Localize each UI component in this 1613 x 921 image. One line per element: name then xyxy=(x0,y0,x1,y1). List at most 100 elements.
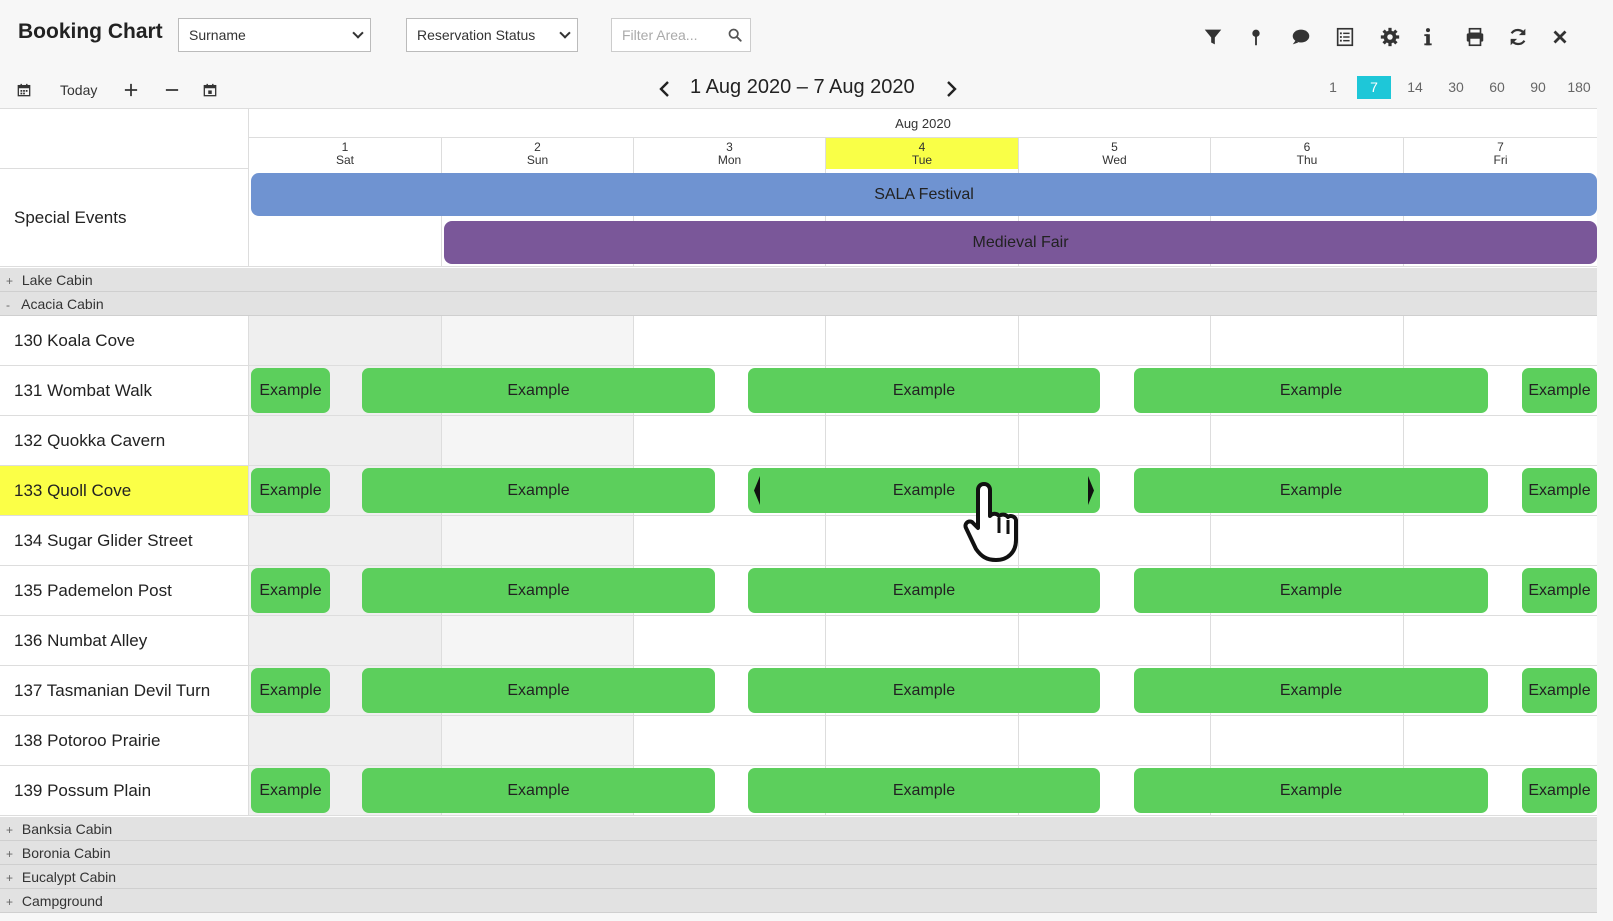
group-row-eucalypt-cabin[interactable]: + Eucalypt Cabin xyxy=(0,865,1597,889)
expand-toggle[interactable]: + xyxy=(6,871,14,885)
grid-cell[interactable] xyxy=(1210,516,1403,565)
grid-cell[interactable] xyxy=(1403,169,1597,266)
booking-bar[interactable]: Example xyxy=(1134,468,1488,513)
calendar-icon[interactable] xyxy=(12,78,36,102)
plus-icon[interactable] xyxy=(119,78,143,102)
group-row-acacia-cabin[interactable]: - Acacia Cabin xyxy=(0,292,1597,316)
booking-bar[interactable]: Example xyxy=(362,368,715,413)
booking-bar[interactable]: Example xyxy=(1522,668,1597,713)
booking-bar[interactable]: Example xyxy=(362,668,715,713)
grid-cell[interactable] xyxy=(1210,169,1403,266)
zoom-option-90[interactable]: 90 xyxy=(1530,79,1546,95)
minus-icon[interactable] xyxy=(160,78,184,102)
day-header[interactable]: 7 Fri xyxy=(1403,138,1597,169)
booking-bar[interactable]: Example xyxy=(1134,668,1488,713)
booking-bar[interactable]: Example xyxy=(1522,568,1597,613)
grid-cell[interactable] xyxy=(248,716,441,765)
expand-toggle[interactable]: + xyxy=(6,274,14,288)
zoom-option-60[interactable]: 60 xyxy=(1489,79,1505,95)
booking-bar[interactable]: Example xyxy=(748,568,1100,613)
day-header[interactable]: 2 Sun xyxy=(441,138,633,169)
grid-cell[interactable] xyxy=(825,516,1018,565)
close-icon[interactable] xyxy=(1547,24,1573,50)
grid-cell[interactable] xyxy=(1018,416,1210,465)
booking-bar[interactable]: Example xyxy=(748,368,1100,413)
grid-cell[interactable] xyxy=(825,616,1018,665)
resize-handle-left-icon[interactable] xyxy=(754,476,760,505)
expand-toggle[interactable]: + xyxy=(6,823,14,837)
booking-bar[interactable]: Example xyxy=(748,768,1100,813)
grid-cell[interactable] xyxy=(1210,416,1403,465)
booking-bar[interactable]: Example xyxy=(251,668,330,713)
grid-cell[interactable] xyxy=(441,716,633,765)
grid-cell[interactable] xyxy=(825,169,1018,266)
booking-bar[interactable]: Example xyxy=(748,468,1100,513)
zoom-option-30[interactable]: 30 xyxy=(1448,79,1464,95)
booking-bar[interactable]: Example xyxy=(1134,568,1488,613)
booking-bar[interactable]: Example xyxy=(251,568,330,613)
grid-cell[interactable] xyxy=(1018,316,1210,365)
refresh-icon[interactable] xyxy=(1505,24,1531,50)
expand-toggle[interactable]: + xyxy=(6,847,14,861)
booking-bar[interactable]: Example xyxy=(362,468,715,513)
booking-bar[interactable]: Example xyxy=(748,668,1100,713)
grid-cell[interactable] xyxy=(633,516,825,565)
room-label[interactable]: 136 Numbat Alley xyxy=(0,616,248,666)
event-bar-sala-festival[interactable]: SALA Festival xyxy=(251,173,1597,216)
booking-bar[interactable]: Example xyxy=(1522,768,1597,813)
grid-cell[interactable] xyxy=(633,416,825,465)
room-label[interactable]: 134 Sugar Glider Street xyxy=(0,516,248,566)
grid-cell[interactable] xyxy=(441,316,633,365)
grid-cell[interactable] xyxy=(633,616,825,665)
booking-bar[interactable]: Example xyxy=(1134,768,1488,813)
today-button[interactable]: Today xyxy=(60,82,98,98)
grid-cell[interactable] xyxy=(1018,716,1210,765)
grid-cell[interactable] xyxy=(825,716,1018,765)
grid-cell[interactable] xyxy=(441,416,633,465)
booking-bar[interactable]: Example xyxy=(1522,468,1597,513)
grid-cell[interactable] xyxy=(248,516,441,565)
room-label[interactable]: 131 Wombat Walk xyxy=(0,366,248,416)
zoom-option-180[interactable]: 180 xyxy=(1567,79,1591,95)
room-label[interactable]: 137 Tasmanian Devil Turn xyxy=(0,666,248,716)
event-bar-medieval-fair[interactable]: Medieval Fair xyxy=(444,221,1597,264)
comment-icon[interactable] xyxy=(1288,24,1314,50)
day-header[interactable]: 6 Thu xyxy=(1210,138,1403,169)
grid-cell[interactable] xyxy=(633,316,825,365)
group-row-campground[interactable]: + Campground xyxy=(0,889,1597,913)
grid-cell[interactable] xyxy=(441,616,633,665)
room-label[interactable]: 135 Pademelon Post xyxy=(0,566,248,616)
previous-arrow-icon[interactable] xyxy=(656,80,674,98)
grid-cell[interactable] xyxy=(1018,616,1210,665)
group-row-lake-cabin[interactable]: + Lake Cabin xyxy=(0,268,1597,292)
status-select[interactable]: Reservation Status xyxy=(406,18,578,52)
grid-cell[interactable] xyxy=(1210,616,1403,665)
booking-bar[interactable]: Example xyxy=(1134,368,1488,413)
grid-cell[interactable] xyxy=(1403,416,1597,465)
grid-cell[interactable] xyxy=(441,516,633,565)
info-icon[interactable] xyxy=(1415,24,1441,50)
calendar-day-icon[interactable] xyxy=(198,78,222,102)
grid-cell[interactable] xyxy=(1403,316,1597,365)
grid-cell[interactable] xyxy=(1018,516,1210,565)
room-label[interactable]: 132 Quokka Cavern xyxy=(0,416,248,466)
zoom-option-14[interactable]: 14 xyxy=(1407,79,1423,95)
grid-cell[interactable] xyxy=(1210,316,1403,365)
grid-cell[interactable] xyxy=(633,716,825,765)
resize-handle-right-icon[interactable] xyxy=(1088,476,1094,505)
room-label[interactable]: 130 Koala Cove xyxy=(0,316,248,366)
zoom-option-7[interactable]: 7 xyxy=(1357,76,1391,99)
grid-cell[interactable] xyxy=(1403,616,1597,665)
grid-cell[interactable] xyxy=(825,316,1018,365)
sort-select[interactable]: Surname xyxy=(178,18,371,52)
booking-bar[interactable]: Example xyxy=(251,768,330,813)
checklist-icon[interactable] xyxy=(1332,24,1358,50)
room-label[interactable]: 139 Possum Plain xyxy=(0,766,248,816)
grid-cell[interactable] xyxy=(1018,169,1210,266)
grid-cell[interactable] xyxy=(1403,516,1597,565)
grid-cell[interactable] xyxy=(441,169,633,266)
day-header[interactable]: 3 Mon xyxy=(633,138,825,169)
grid-cell[interactable] xyxy=(248,316,441,365)
booking-bar[interactable]: Example xyxy=(1522,368,1597,413)
grid-cell[interactable] xyxy=(248,169,441,266)
